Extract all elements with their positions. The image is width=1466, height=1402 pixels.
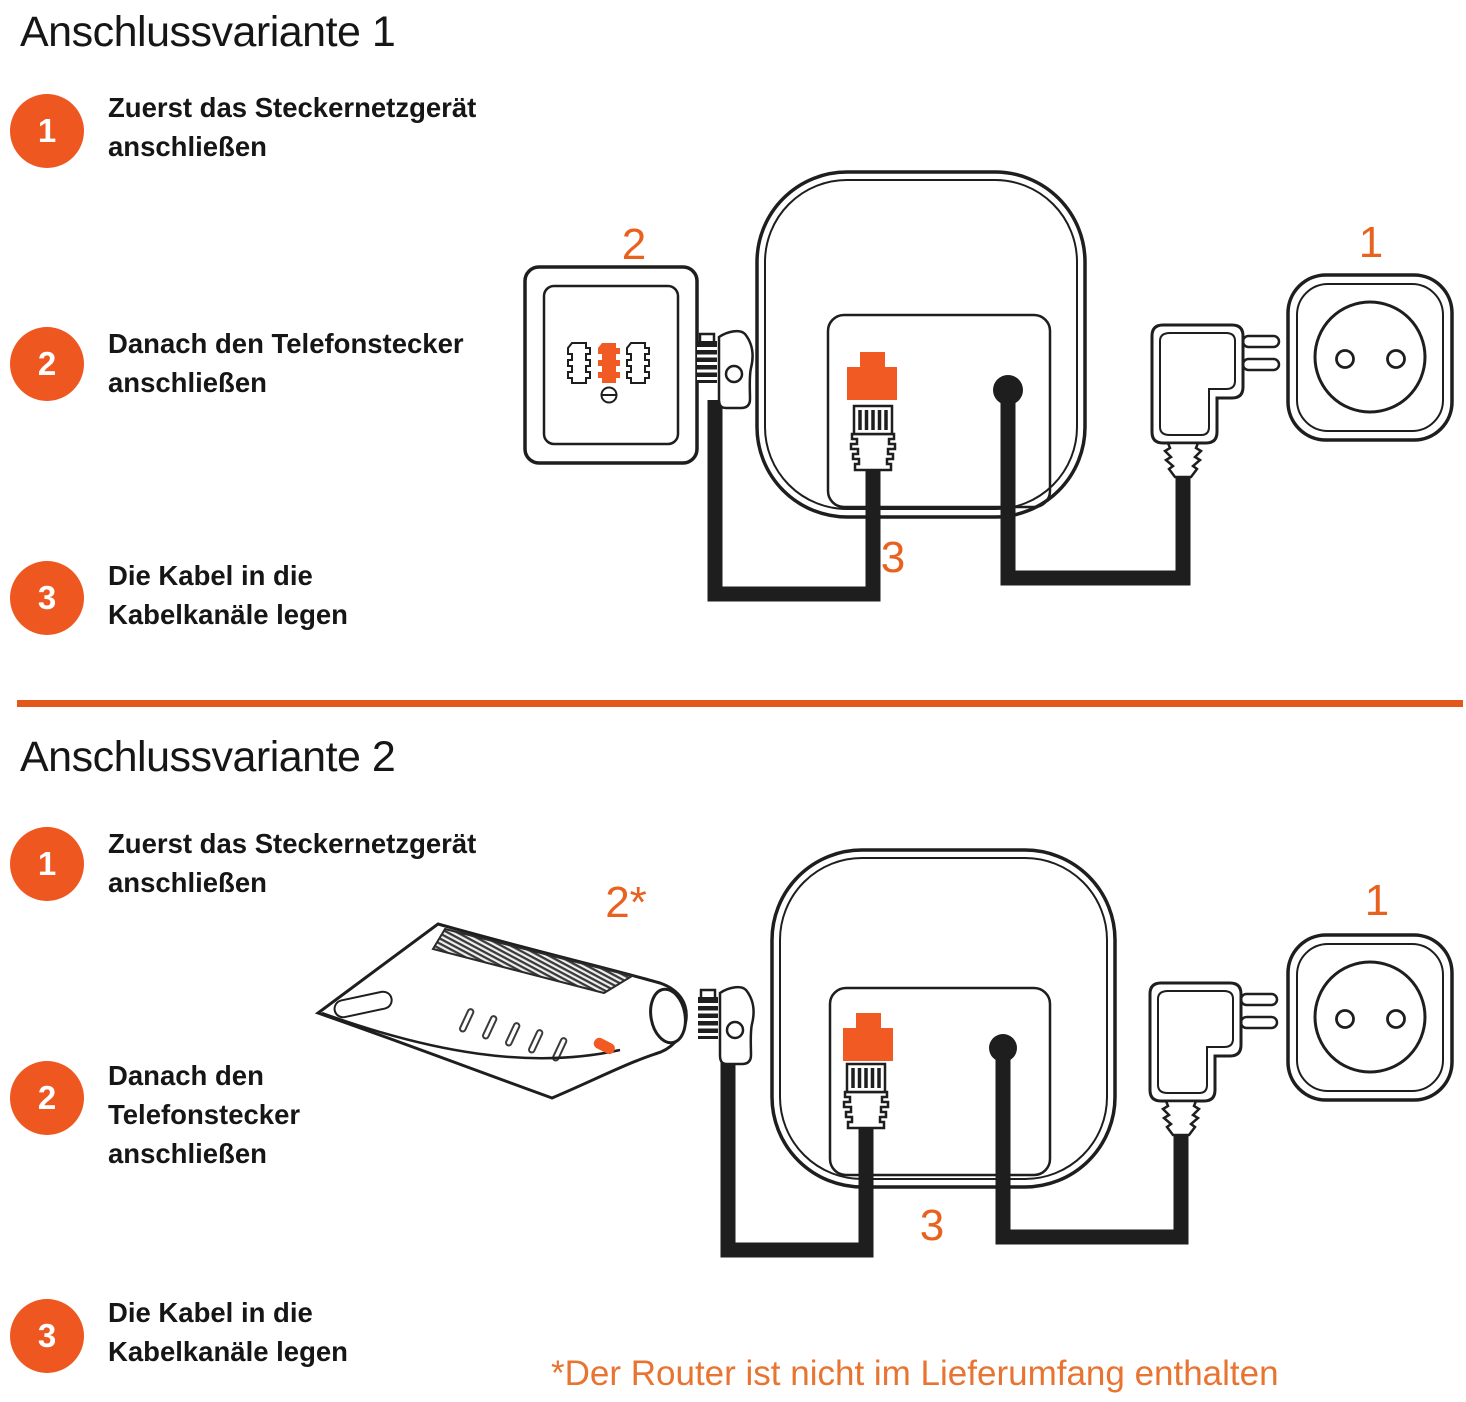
step-line: anschließen — [108, 867, 267, 898]
router-vent-icon — [431, 927, 635, 995]
router — [314, 922, 688, 1100]
section-divider — [17, 700, 1463, 707]
step-line: Zuerst das Steckernetzgerät — [108, 92, 477, 123]
step-badge-v2-2: 2 — [10, 1061, 84, 1135]
power-adapter-v1 — [1150, 323, 1281, 479]
router-tae-connector-icon — [593, 1037, 615, 1055]
step-badge-v1-2: 2 — [10, 327, 84, 401]
router-label-sticker — [333, 990, 393, 1019]
step-line: Kabelkanäle legen — [108, 1336, 348, 1367]
step-line: Telefonstecker — [108, 1099, 301, 1130]
tae-slot-icon — [626, 342, 650, 384]
step-text-v1-3: Die Kabel in die Kabelkanäle legen — [108, 556, 348, 634]
router-footnote: *Der Router ist nicht im Lieferumfang en… — [551, 1354, 1279, 1393]
connector-panel-v1 — [826, 313, 1052, 509]
step-text-v2-1: Zuerst das Steckernetzgerät anschließen — [108, 824, 476, 902]
step-badge-v2-3: 3 — [10, 1299, 84, 1373]
label-wall-socket-v1: 2 — [622, 220, 646, 269]
diagram-variant-1: 2 3 1 — [523, 170, 1454, 602]
power-outlet-v1 — [1286, 273, 1454, 442]
step-line: Zuerst das Steckernetzgerät — [108, 828, 477, 859]
telephone-cable-v2 — [720, 1056, 874, 1258]
power-adapter-v2 — [1148, 981, 1279, 1137]
variant1-title: Anschlussvariante 1 — [20, 8, 396, 56]
router-side-cap-icon — [649, 987, 687, 1045]
base-station-back-v2 — [770, 848, 1117, 1189]
router-led-slots — [459, 1008, 568, 1062]
label-cable-channels-v1: 3 — [881, 533, 905, 582]
power-port-icon-v2 — [989, 1034, 1017, 1062]
label-power-outlet-v1: 1 — [1359, 218, 1383, 267]
power-port-icon-v1 — [993, 375, 1023, 405]
label-cable-channels-v2: 3 — [920, 1201, 944, 1250]
power-cable-v1 — [1000, 398, 1191, 586]
step-text-v1-1: Zuerst das Steckernetzgerät anschließen — [108, 88, 476, 166]
power-cable-v2 — [995, 1056, 1189, 1245]
tae-plug-icon-v2 — [696, 985, 756, 1066]
step-line: Die Kabel in die — [108, 560, 313, 591]
step-badge-v2-1: 1 — [10, 827, 84, 901]
step-text-v2-2: Danach den Telefonstecker anschließen — [108, 1056, 300, 1173]
diagram-variant-2: 2* 3 1 — [314, 848, 1454, 1258]
step-badge-v1-3: 3 — [10, 561, 84, 635]
router-body-crease — [321, 1011, 621, 1060]
tae-slot-active-icon — [598, 343, 620, 383]
label-router-v2: 2* — [605, 878, 647, 927]
power-outlet-v2 — [1286, 933, 1454, 1102]
telephone-cable-v1 — [707, 400, 881, 602]
tae-plug-icon-v1 — [695, 329, 755, 410]
step-badge-v1-1: 1 — [10, 94, 84, 168]
variant2-title: Anschlussvariante 2 — [20, 733, 396, 781]
step-text-v1-2: Danach den Telefonstecker anschließen — [108, 324, 464, 402]
step-line: Danach den Telefonstecker — [108, 328, 464, 359]
tae-slot-icon — [567, 342, 591, 384]
step-text-v2-3: Die Kabel in die Kabelkanäle legen — [108, 1293, 348, 1371]
step-line: Kabelkanäle legen — [108, 599, 348, 630]
label-power-outlet-v2: 1 — [1365, 876, 1389, 925]
step-line: anschließen — [108, 367, 267, 398]
step-line: Danach den — [108, 1060, 264, 1091]
step-line: anschließen — [108, 131, 267, 162]
step-line: Die Kabel in die — [108, 1297, 313, 1328]
step-line: anschließen — [108, 1138, 267, 1169]
tae-wall-socket — [523, 265, 699, 465]
base-station-back-v1 — [755, 170, 1087, 519]
connector-panel-v2 — [828, 986, 1052, 1177]
